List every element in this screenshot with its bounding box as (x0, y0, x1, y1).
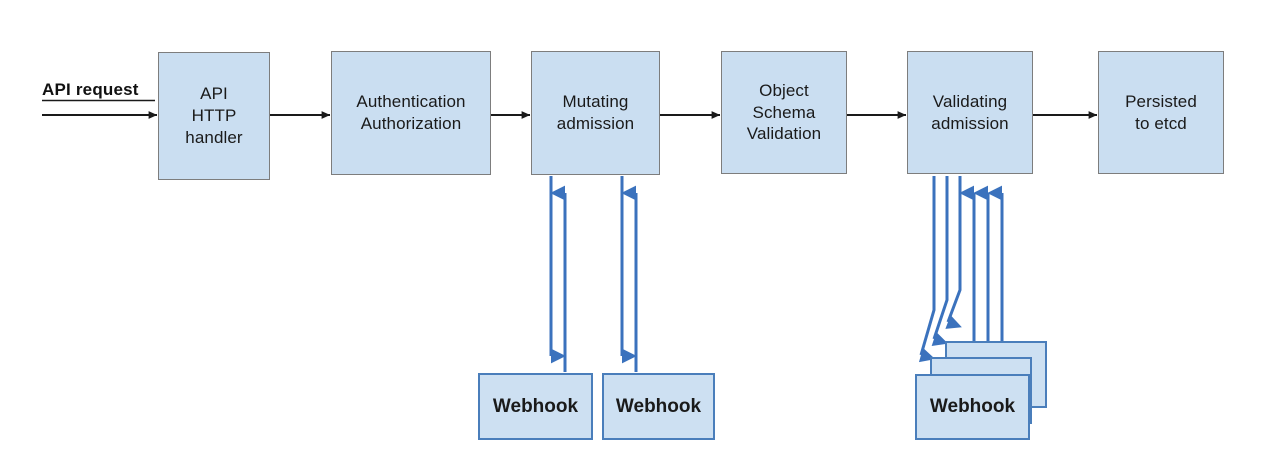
stage-box-authentication-authorization[interactable]: Authentication Authorization (331, 51, 491, 175)
webhook-label-mutating-2: Webhook (615, 395, 702, 417)
stage-label-persisted-to-etcd: Persisted to etcd (1125, 91, 1197, 133)
stage-label-mutating-admission: Mutating admission (556, 92, 635, 133)
webhook-label-mutating-1: Webhook (492, 395, 579, 417)
arrow-validating-call-3-down (945, 176, 962, 329)
entry-label-api-request: API request (42, 80, 139, 99)
stage-label-object-schema-validation: Object Schema Validation (746, 80, 822, 144)
stage-box-persisted-to-etcd[interactable]: Persisted to etcd (1098, 51, 1224, 174)
webhook-box-mutating-2[interactable]: Webhook (602, 373, 715, 440)
stage-label-api-http-handler: API HTTP handler (185, 84, 243, 147)
webhook-box-validating-front[interactable]: Webhook (915, 374, 1030, 440)
stage-label-validating-admission: Validating admission (931, 91, 1009, 133)
stage-box-mutating-admission[interactable]: Mutating admission (531, 51, 660, 175)
arrow-validating-call-2-down (931, 176, 949, 347)
webhook-box-mutating-1[interactable]: Webhook (478, 373, 593, 440)
webhook-label-validating-front: Webhook (929, 396, 1016, 417)
stage-label-authentication-authorization: Authentication Authorization (356, 92, 466, 133)
stage-box-api-http-handler[interactable]: API HTTP handler (158, 52, 270, 180)
stage-box-object-schema-validation[interactable]: Object Schema Validation (721, 51, 847, 174)
stage-box-validating-admission[interactable]: Validating admission (907, 51, 1033, 174)
arrow-validating-call-1-down (918, 176, 936, 363)
